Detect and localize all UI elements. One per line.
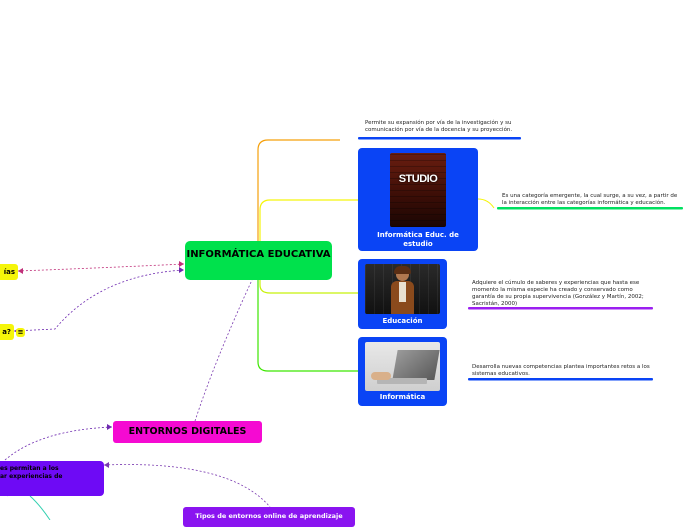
notes-icon[interactable]: ≡ [16,328,25,337]
studio-note-text: Es una categoría emergente, la cual surg… [502,193,678,206]
teacher-image [365,264,440,314]
educacion-note-text: Adquiere el cúmulo de saberes y experien… [472,280,644,307]
entornos-subtopic-line2: ar experiencias de [0,473,63,480]
studio-note-connector [477,198,495,209]
violet-branch-down [29,495,51,520]
central-topic[interactable]: INFORMÁTICA EDUCATIVA [185,241,332,280]
card-informatica[interactable]: Informática [358,337,447,406]
left-topic-1[interactable]: ías [0,264,18,280]
top-note-underline [358,137,521,140]
card-educacion-label: Educación [382,317,423,325]
educacion-note: Adquiere el cúmulo de saberes y experien… [472,280,650,308]
educacion-note-underline [468,307,653,310]
card-studio[interactable]: STUDIO Informática Educ. de estudio [358,148,478,251]
relation-entornos-violet [4,426,113,461]
tipos-entornos-topic[interactable]: Tipos de entornos online de aprendizaje [183,507,355,527]
studio-note: Es una categoría emergente, la cual surg… [502,193,680,207]
relation-left-2 [13,269,185,332]
studio-note-underline [497,207,683,210]
left-topic-1-label: ías [3,268,15,276]
entornos-subtopic-line1: es permitan a los [0,465,59,472]
tipos-entornos-label: Tipos de entornos online de aprendizaje [195,512,343,520]
informatica-note: Desarrolla nuevas competencias plantea i… [472,364,650,378]
entornos-digitales-topic[interactable]: ENTORNOS DIGITALES [113,421,262,443]
relation-entornos [194,279,253,422]
studio-sign-text: STUDIO [398,173,438,185]
top-note-text: Permite su expansión por vía de la inves… [365,120,513,133]
top-note: Permite su expansión por vía de la inves… [365,120,525,134]
relation-violet-tipos [103,464,271,508]
left-topic-2-label: a? [2,328,11,336]
branch-informatica [257,280,358,372]
central-topic-label: INFORMÁTICA EDUCATIVA [186,249,331,260]
informatica-note-text: Desarrolla nuevas competencias plantea i… [472,364,650,377]
card-informatica-label: Informática [379,393,426,401]
relation-left-1 [17,263,185,272]
informatica-note-underline [468,378,653,381]
branch-studio [259,199,358,241]
laptop-image [365,342,440,391]
branch-top [257,139,340,241]
branch-educacion [259,280,358,294]
entornos-subtopic[interactable]: es permitan a los ar experiencias de [0,461,104,496]
studio-door-image: STUDIO [390,153,446,227]
left-topic-2[interactable]: a? [0,324,14,340]
entornos-digitales-label: ENTORNOS DIGITALES [128,426,247,437]
card-educacion[interactable]: Educación [358,259,447,329]
card-studio-label: Informática Educ. de estudio [377,231,459,248]
